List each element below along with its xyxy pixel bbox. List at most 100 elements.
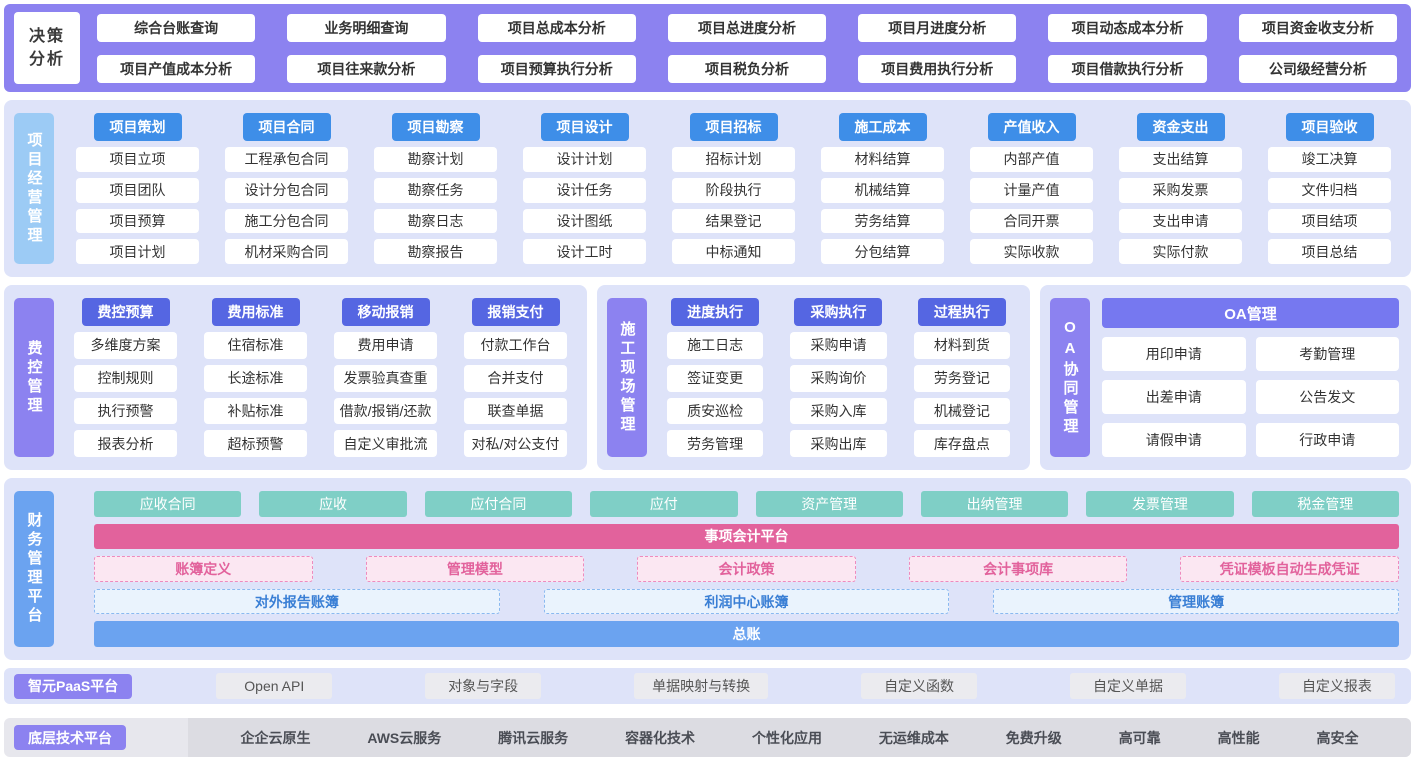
finance-module-button[interactable]: 税金管理 [1251, 491, 1399, 517]
module-header[interactable]: 采购执行 [794, 298, 883, 326]
paas-item[interactable]: 自定义报表 [1278, 673, 1395, 699]
module-header[interactable]: 费用标准 [211, 298, 300, 326]
finance-module-button[interactable]: 应付合同 [424, 491, 573, 517]
module-header[interactable]: 过程执行 [917, 298, 1006, 326]
module-header[interactable]: 项目策划 [93, 113, 182, 141]
decision-analysis-button[interactable]: 公司级经营分析 [1238, 54, 1397, 83]
module-header[interactable]: 项目招标 [689, 113, 778, 141]
module-item[interactable]: 分包结算 [821, 239, 944, 264]
module-header[interactable]: 项目合同 [242, 113, 331, 141]
module-header[interactable]: 施工成本 [838, 113, 927, 141]
module-item[interactable]: 多维度方案 [74, 332, 177, 359]
module-item[interactable]: 请假申请 [1102, 423, 1246, 457]
module-item[interactable]: 劳务结算 [821, 208, 944, 234]
module-item[interactable]: 设计任务 [523, 177, 646, 203]
finance-module-button[interactable]: 应收合同 [94, 491, 242, 517]
finance-module-button[interactable]: 应付 [590, 491, 738, 517]
ledger-chip[interactable]: 利润中心账簿 [543, 588, 950, 615]
accounting-item-chip[interactable]: 账簿定义 [94, 556, 313, 582]
module-item[interactable]: 设计分包合同 [225, 177, 348, 203]
module-header[interactable]: 项目验收 [1285, 113, 1374, 141]
module-item[interactable]: 施工分包合同 [225, 208, 348, 234]
module-item[interactable]: 勘察日志 [374, 208, 497, 234]
finance-module-button[interactable]: 应收 [259, 491, 407, 517]
paas-item[interactable]: 自定义函数 [861, 673, 978, 699]
decision-analysis-button[interactable]: 项目往来款分析 [287, 54, 446, 83]
module-item[interactable]: 工程承包合同 [225, 147, 348, 172]
module-item[interactable]: 招标计划 [672, 147, 795, 172]
module-item[interactable]: 报表分析 [74, 430, 177, 457]
module-item[interactable]: 中标通知 [672, 239, 795, 264]
module-item[interactable]: 勘察任务 [374, 177, 497, 203]
module-item[interactable]: 材料结算 [821, 147, 944, 172]
module-item[interactable]: 发票验真查重 [334, 364, 437, 392]
module-header[interactable]: 费控预算 [81, 298, 170, 326]
module-item[interactable]: 机材采购合同 [225, 239, 348, 264]
module-header[interactable]: 项目勘察 [391, 113, 480, 141]
module-item[interactable]: 借款/报销/还款 [334, 397, 437, 425]
module-header[interactable]: 移动报销 [341, 298, 430, 326]
decision-analysis-button[interactable]: 项目资金收支分析 [1238, 13, 1397, 42]
module-item[interactable]: 公告发文 [1255, 380, 1399, 414]
module-item[interactable]: 联查单据 [464, 397, 567, 425]
module-item[interactable]: 机械结算 [821, 177, 944, 203]
module-item[interactable]: 出差申请 [1102, 380, 1246, 414]
module-header[interactable]: 进度执行 [671, 298, 760, 326]
decision-analysis-button[interactable]: 业务明细查询 [287, 13, 446, 42]
module-item[interactable]: 内部产值 [970, 147, 1093, 172]
accounting-item-chip[interactable]: 会计事项库 [908, 556, 1128, 582]
module-item[interactable]: 用印申请 [1102, 337, 1246, 371]
decision-analysis-button[interactable]: 项目动态成本分析 [1048, 13, 1207, 42]
module-item[interactable]: 超标预警 [204, 430, 307, 457]
module-item[interactable]: 长途标准 [204, 364, 307, 392]
module-item[interactable]: 对私/对公支付 [464, 430, 567, 457]
module-item[interactable]: 采购入库 [790, 397, 887, 425]
decision-analysis-button[interactable]: 项目总进度分析 [667, 13, 827, 42]
module-header[interactable]: 报销支付 [471, 298, 560, 326]
module-item[interactable]: 实际收款 [970, 239, 1093, 264]
decision-analysis-button[interactable]: 项目总成本分析 [477, 13, 636, 42]
module-item[interactable]: 项目计划 [76, 239, 199, 264]
module-item[interactable]: 住宿标准 [204, 332, 307, 359]
module-item[interactable]: 项目团队 [76, 177, 199, 203]
module-item[interactable]: 勘察报告 [374, 239, 497, 264]
module-item[interactable]: 采购出库 [790, 430, 887, 457]
module-item[interactable]: 阶段执行 [672, 177, 795, 203]
module-item[interactable]: 执行预警 [74, 397, 177, 425]
module-item[interactable]: 采购发票 [1119, 177, 1242, 203]
module-item[interactable]: 劳务登记 [913, 364, 1010, 392]
decision-analysis-button[interactable]: 项目税负分析 [667, 54, 827, 83]
finance-module-button[interactable]: 出纳管理 [920, 491, 1069, 517]
module-item[interactable]: 采购申请 [790, 332, 887, 359]
paas-item[interactable]: 对象与字段 [425, 673, 542, 699]
module-item[interactable]: 材料到货 [913, 332, 1010, 359]
oa-header[interactable]: OA管理 [1102, 298, 1399, 328]
ledger-chip[interactable]: 管理账簿 [993, 588, 1399, 615]
module-item[interactable]: 质安巡检 [667, 397, 764, 425]
accounting-item-chip[interactable]: 管理模型 [365, 556, 585, 582]
module-item[interactable]: 费用申请 [334, 332, 437, 359]
module-item[interactable]: 采购询价 [790, 364, 887, 392]
module-item[interactable]: 劳务管理 [667, 430, 764, 457]
module-header[interactable]: 项目设计 [540, 113, 629, 141]
module-item[interactable]: 支出申请 [1119, 208, 1242, 234]
module-item[interactable]: 计量产值 [970, 177, 1093, 203]
module-item[interactable]: 项目立项 [76, 147, 199, 172]
paas-item[interactable]: 自定义单据 [1070, 673, 1186, 699]
decision-analysis-button[interactable]: 项目月进度分析 [858, 13, 1017, 42]
module-item[interactable]: 行政申请 [1255, 423, 1399, 457]
decision-analysis-button[interactable]: 综合台账查询 [97, 13, 256, 42]
module-item[interactable]: 项目总结 [1268, 239, 1391, 264]
module-item[interactable]: 设计图纸 [523, 208, 646, 234]
module-item[interactable]: 合并支付 [464, 364, 567, 392]
module-item[interactable]: 实际付款 [1119, 239, 1242, 264]
general-ledger-bar[interactable]: 总账 [94, 621, 1399, 647]
module-item[interactable]: 施工日志 [667, 332, 764, 359]
accounting-item-chip[interactable]: 会计政策 [637, 556, 856, 582]
decision-analysis-button[interactable]: 项目预算执行分析 [477, 54, 636, 83]
decision-analysis-button[interactable]: 项目费用执行分析 [858, 54, 1017, 83]
module-item[interactable]: 勘察计划 [374, 147, 497, 172]
ledger-chip[interactable]: 对外报告账簿 [94, 588, 500, 615]
accounting-platform-bar[interactable]: 事项会计平台 [94, 523, 1399, 550]
module-item[interactable]: 签证变更 [667, 364, 764, 392]
